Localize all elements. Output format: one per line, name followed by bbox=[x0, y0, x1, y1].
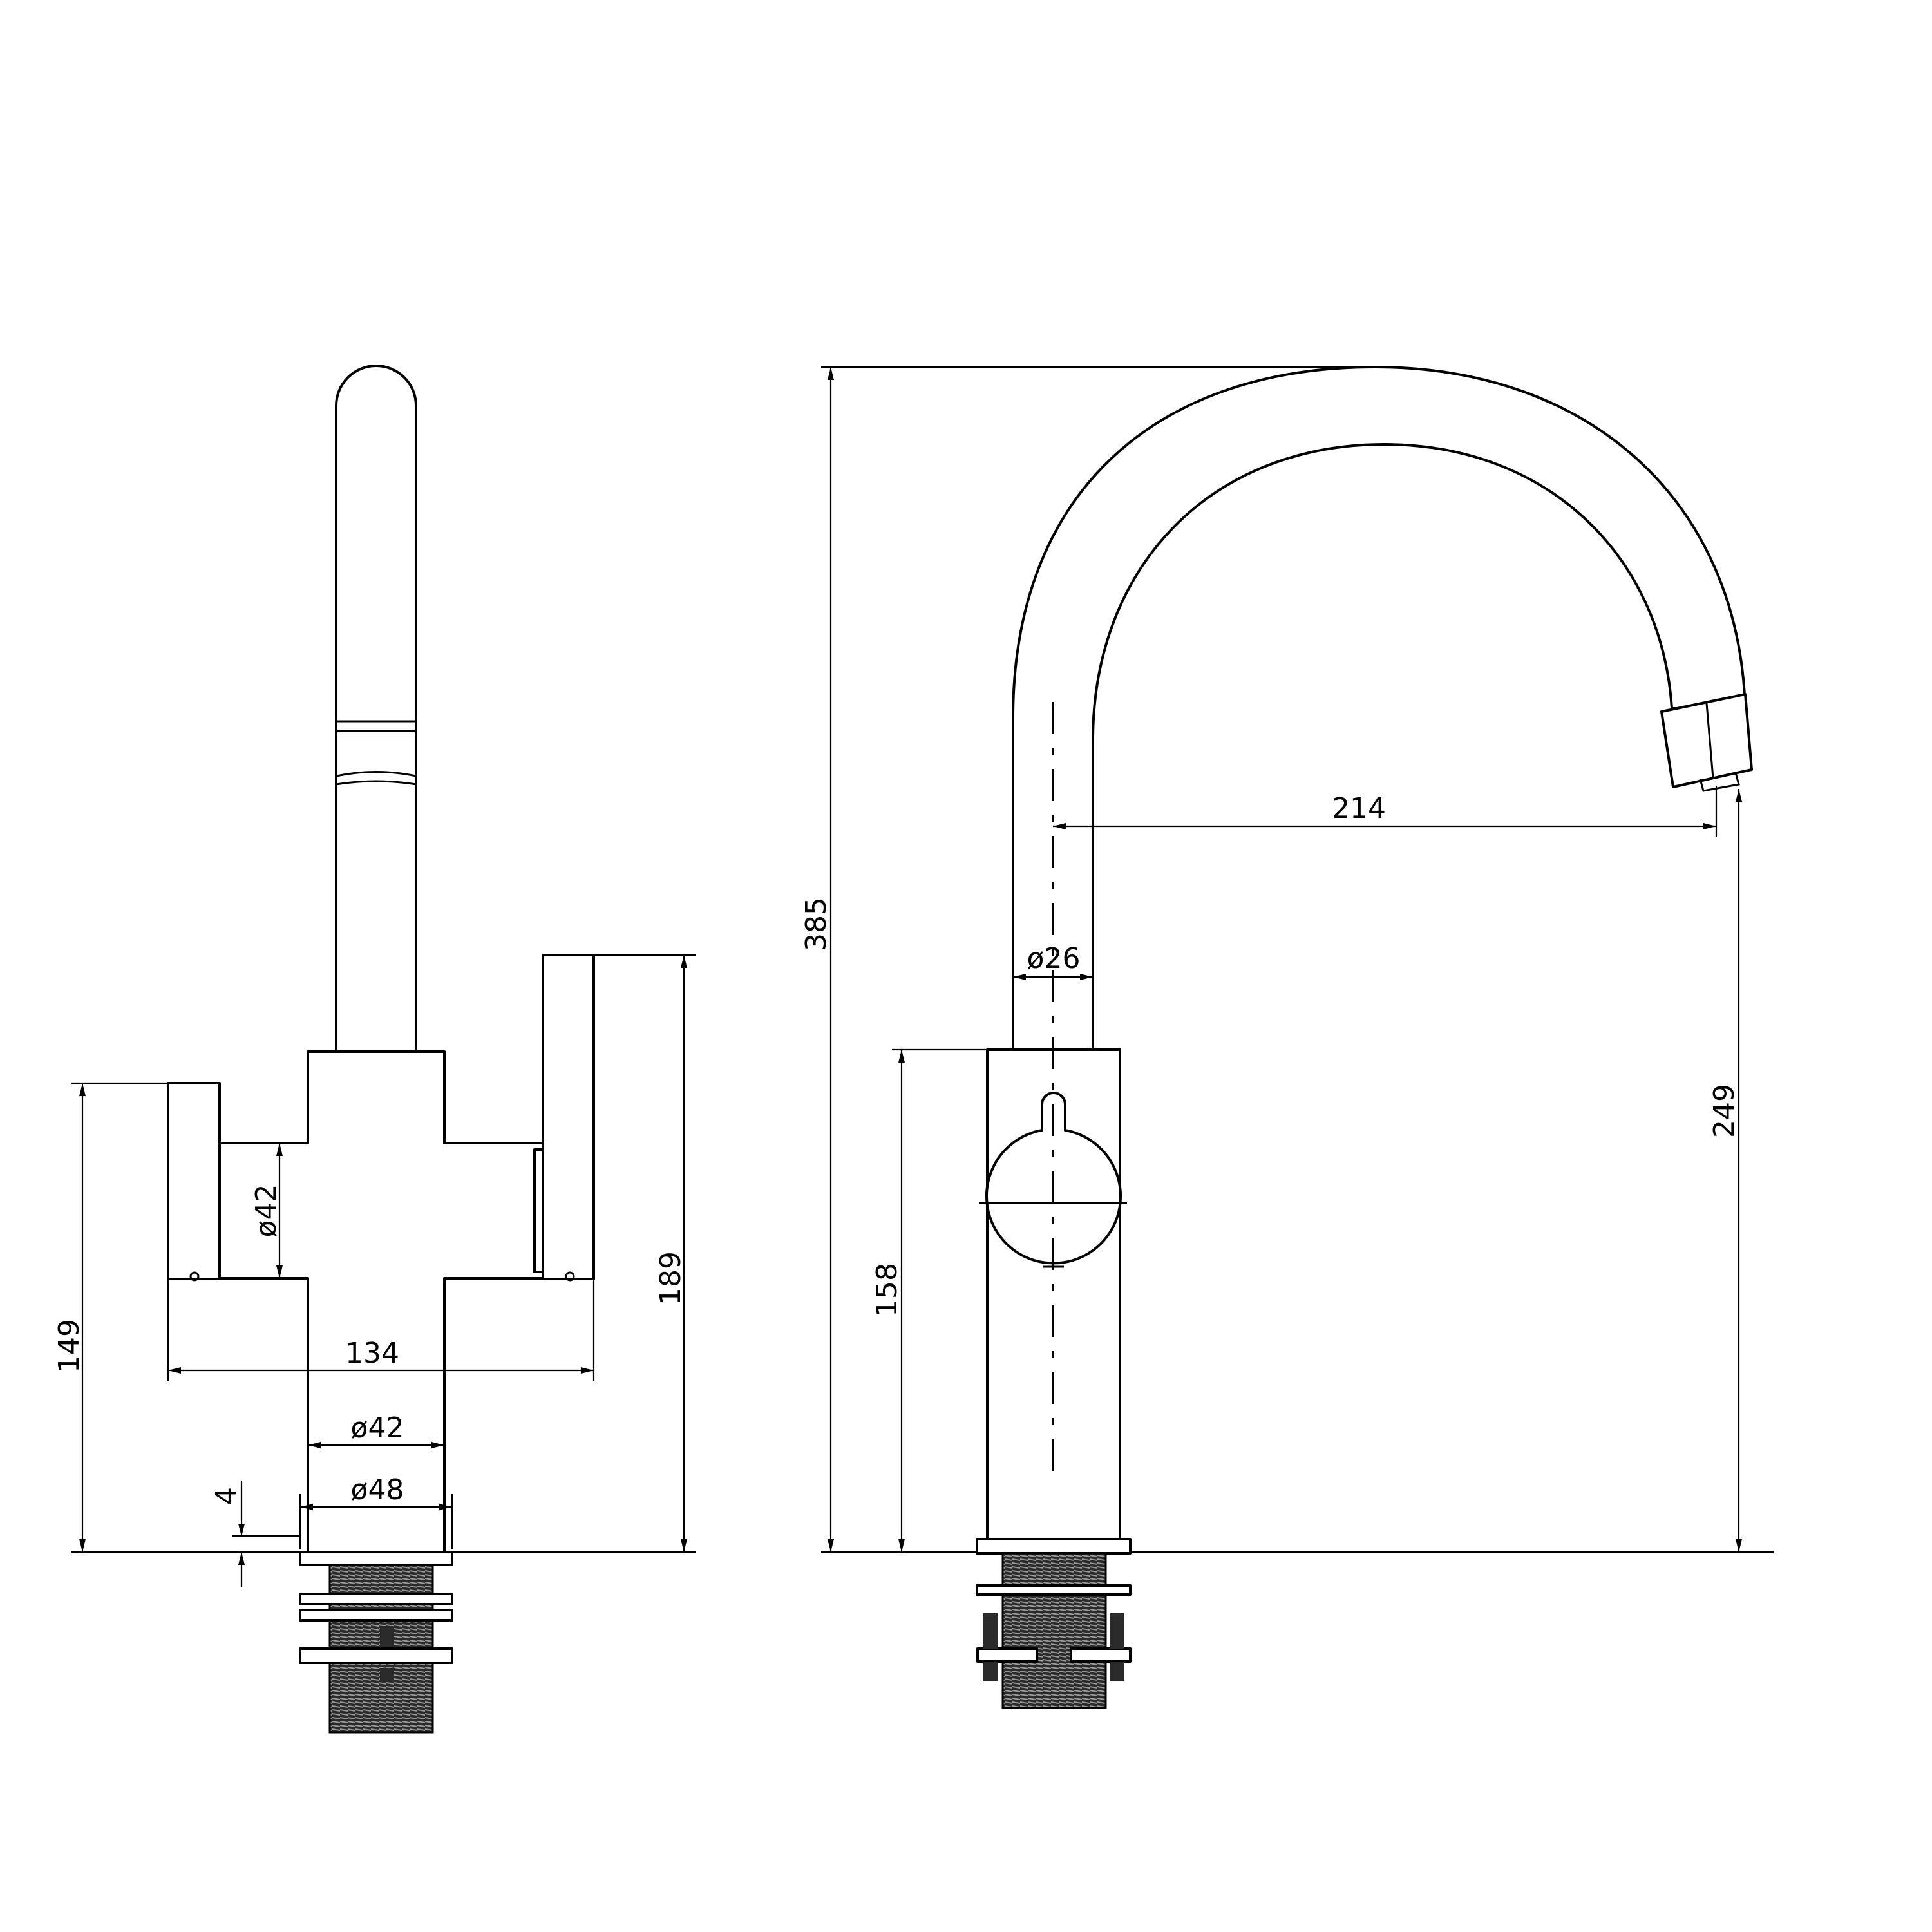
dim-249: 249 bbox=[1708, 1084, 1741, 1138]
front-base-plate bbox=[299, 1551, 453, 1566]
dim-4: 4 bbox=[210, 1487, 243, 1505]
front-washer-1 bbox=[299, 1593, 453, 1605]
front-dimensions bbox=[71, 954, 696, 1587]
side-washer bbox=[976, 1584, 1132, 1596]
dim-189: 189 bbox=[654, 1251, 687, 1305]
side-dimensions bbox=[821, 366, 1774, 1553]
front-right-handle bbox=[542, 954, 595, 1280]
front-view: 149 189 ø42 134 ø42 ø48 4 bbox=[53, 365, 696, 1734]
dim-spout-diameter: ø26 bbox=[1027, 942, 1081, 975]
side-view: 385 158 214 249 ø26 bbox=[800, 366, 1774, 1709]
front-left-handle bbox=[167, 1082, 221, 1280]
side-threaded-shank bbox=[1001, 1552, 1107, 1709]
side-base-plate bbox=[976, 1538, 1132, 1555]
dim-body-diameter: ø42 bbox=[351, 1412, 404, 1444]
side-clamp-bar-left bbox=[976, 1647, 1038, 1663]
dim-handle-diameter: ø42 bbox=[250, 1184, 283, 1238]
front-washer-2 bbox=[299, 1609, 453, 1622]
dim-158: 158 bbox=[871, 1263, 904, 1317]
front-spout-ring bbox=[336, 720, 417, 786]
side-spout bbox=[1012, 366, 1747, 1051]
dim-base-diameter: ø48 bbox=[351, 1473, 404, 1506]
dim-385: 385 bbox=[800, 897, 833, 951]
front-spout bbox=[335, 365, 417, 1059]
dim-134: 134 bbox=[345, 1337, 399, 1370]
side-aerator bbox=[1660, 693, 1753, 788]
dim-214: 214 bbox=[1332, 792, 1386, 825]
side-clamp-bar-right bbox=[1070, 1647, 1132, 1663]
front-clamp-nut bbox=[299, 1647, 453, 1664]
dim-149: 149 bbox=[53, 1319, 86, 1373]
